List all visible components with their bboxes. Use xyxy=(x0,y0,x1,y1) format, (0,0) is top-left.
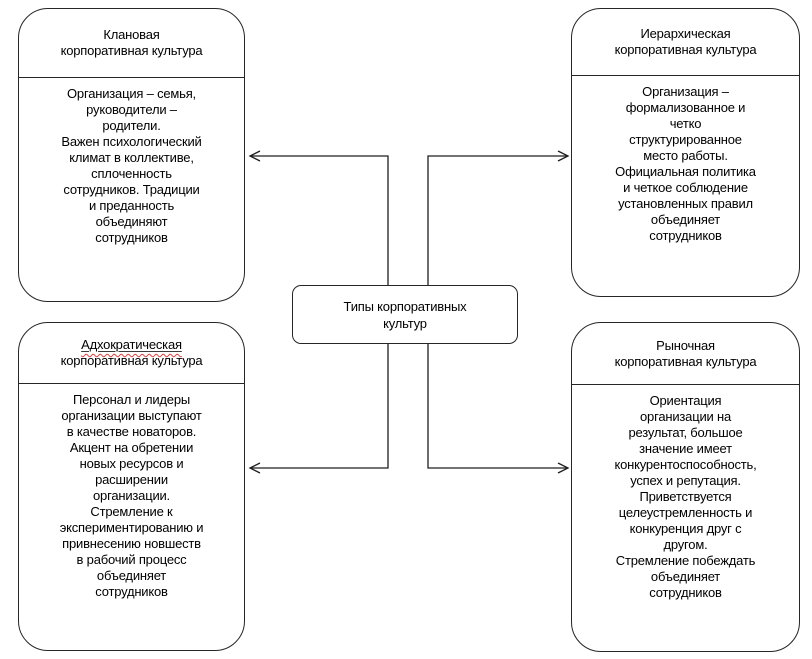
arrowhead-bottom-right-icon xyxy=(557,462,570,474)
connector-bottom-right xyxy=(427,344,568,469)
adhocracy-title-line2: корпоративная культура xyxy=(60,353,203,368)
center-box: Типы корпоративных культур xyxy=(292,285,518,344)
hierarchy-culture-description: Организация – формализованное и четко ст… xyxy=(615,84,756,243)
adhocracy-culture-box: Адхократическая корпоративная культура П… xyxy=(18,322,245,651)
market-culture-box: Рыночная корпоративная культура Ориентац… xyxy=(571,322,800,652)
market-culture-title: Рыночная корпоративная культура xyxy=(572,323,799,385)
connector-top-right xyxy=(427,155,568,285)
clan-title-line2: корпоративная культура xyxy=(60,43,203,58)
hierarchy-culture-title: Иерархическая корпоративная культура xyxy=(572,9,799,76)
hierarchy-title-line2: корпоративная культура xyxy=(614,42,757,57)
market-title-line1: Рыночная xyxy=(656,337,715,353)
clan-culture-title: Клановая корпоративная культура xyxy=(19,9,244,78)
hierarchy-title-line1: Иерархическая xyxy=(640,26,731,41)
adhocracy-culture-description: Персонал и лидеры организации выступают … xyxy=(59,392,204,599)
clan-culture-description: Организация – семья, руководители – роди… xyxy=(61,86,202,245)
clan-title-line1: Клановая xyxy=(103,27,160,42)
arrowhead-top-right-icon xyxy=(557,150,570,162)
connector-top-left xyxy=(250,155,389,285)
market-title-line2: корпоративная культура xyxy=(614,353,757,369)
connector-bottom-left xyxy=(250,344,389,469)
arrowhead-bottom-left-icon xyxy=(248,462,261,474)
adhocracy-culture-title: Адхократическая корпоративная культура xyxy=(19,323,244,384)
clan-culture-box: Клановая корпоративная культура Организа… xyxy=(18,8,245,302)
arrowhead-top-left-icon xyxy=(248,150,261,162)
hierarchy-culture-box: Иерархическая корпоративная культура Орг… xyxy=(571,8,800,297)
market-culture-description: Ориентация организации на результат, бол… xyxy=(614,393,757,600)
adhocracy-title-line1-underlined: Адхократическая xyxy=(81,337,182,352)
spellcheck-underline: Адхократическая xyxy=(81,337,182,352)
